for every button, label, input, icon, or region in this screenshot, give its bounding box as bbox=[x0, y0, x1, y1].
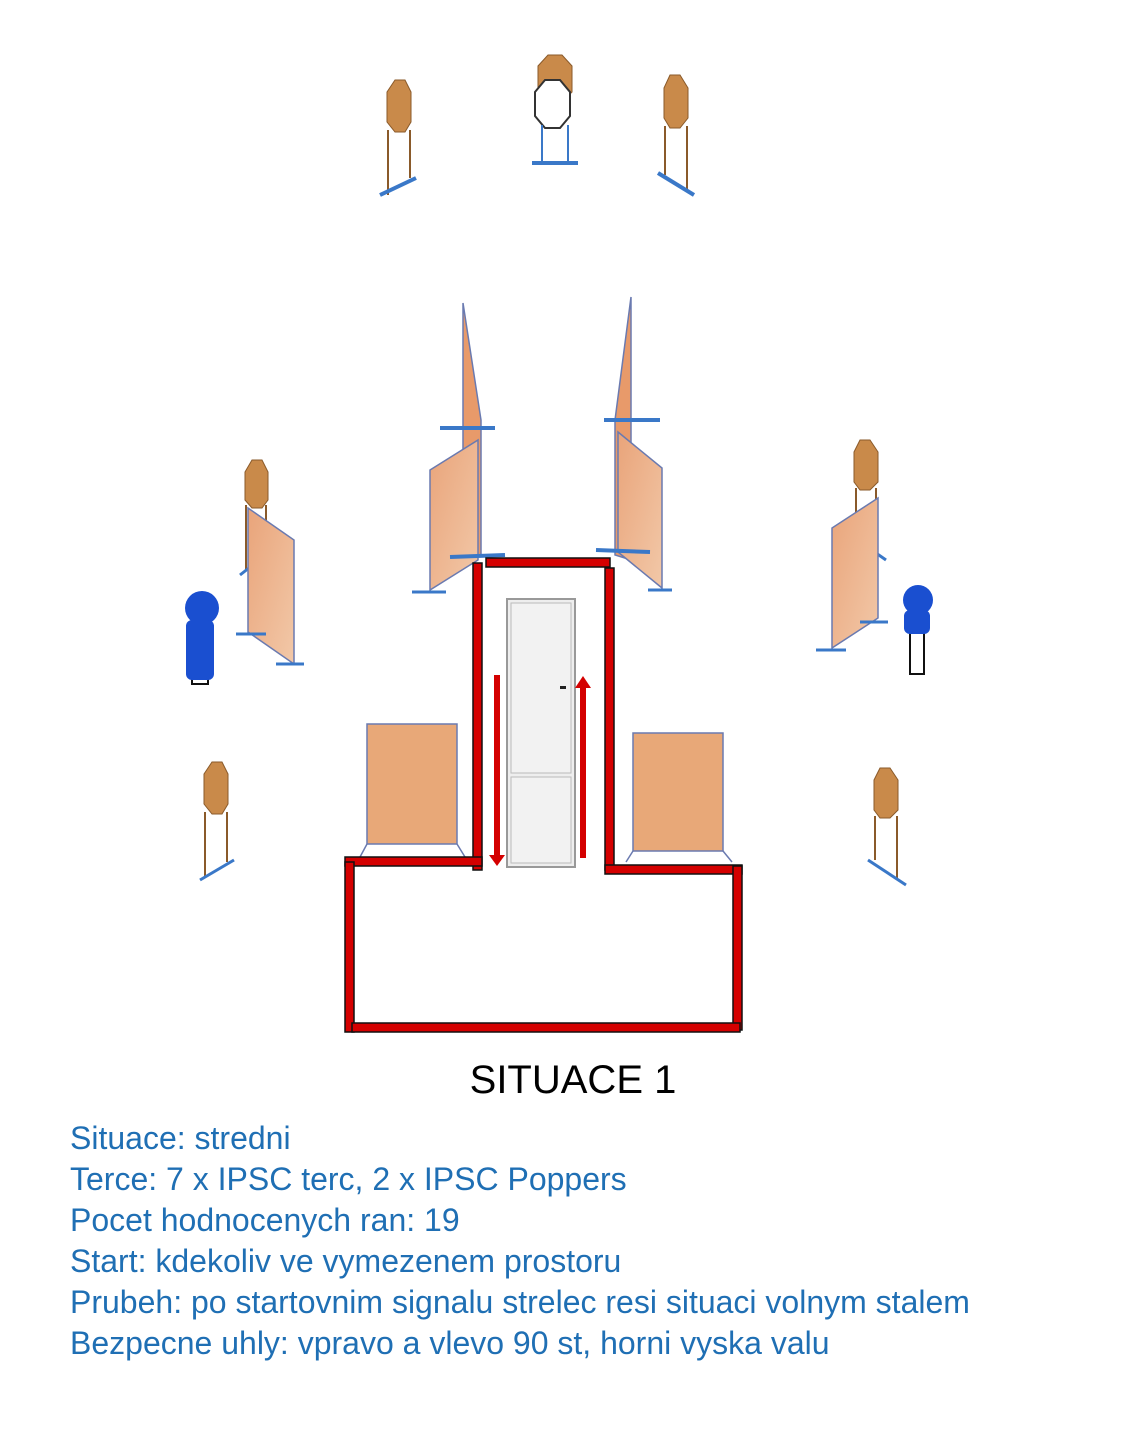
ipsc-target-icon bbox=[656, 74, 696, 197]
barrier-wall-right bbox=[595, 296, 672, 592]
door-icon bbox=[506, 598, 576, 868]
info-line-safety-angles: Bezpecne uhly: vpravo a vlevo 90 st, hor… bbox=[70, 1325, 830, 1361]
situation-info: Situace: stredni Terce: 7 x IPSC terc, 2… bbox=[70, 1118, 970, 1364]
info-line-targets: Terce: 7 x IPSC terc, 2 x IPSC Poppers bbox=[70, 1161, 627, 1197]
situation-title: SITUACE 1 bbox=[469, 1058, 677, 1102]
ipsc-target-icon bbox=[867, 767, 907, 887]
popper-icon bbox=[532, 54, 578, 165]
info-line-start: Start: kdekoliv ve vymezenem prostoru bbox=[70, 1243, 622, 1279]
info-line-difficulty: Situace: stredni bbox=[70, 1120, 291, 1156]
no-shoot-figure-icon bbox=[185, 591, 219, 685]
no-shoot-figure-icon bbox=[903, 585, 933, 675]
ipsc-target-icon bbox=[199, 761, 235, 882]
info-line-procedure: Prubeh: po startovnim signalu strelec re… bbox=[70, 1284, 970, 1320]
barrier-side-right bbox=[816, 496, 888, 652]
barrier-box-right bbox=[625, 732, 733, 863]
shooting-area-boundary bbox=[344, 557, 743, 1033]
ipsc-target-icon bbox=[379, 79, 417, 197]
movement-arrow-icon bbox=[489, 675, 505, 866]
barrier-wall-left bbox=[412, 302, 506, 594]
info-line-shots: Pocet hodnocenych ran: 19 bbox=[70, 1202, 460, 1238]
barrier-side-left bbox=[236, 506, 304, 666]
movement-arrow-icon bbox=[575, 676, 591, 858]
barrier-box-left bbox=[359, 723, 466, 858]
